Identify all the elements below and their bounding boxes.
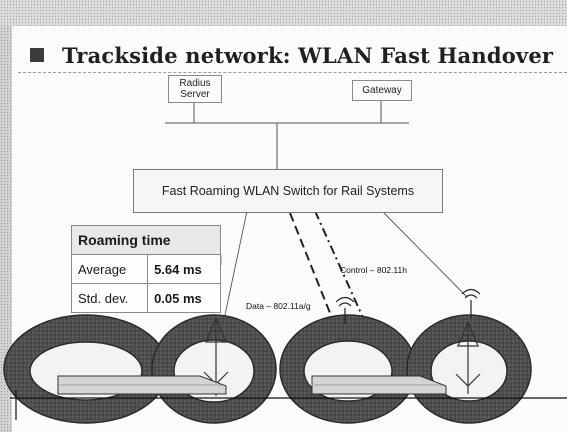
- data-link-label: Data – 802.11a/g: [246, 301, 311, 311]
- roaming-time-table: Roaming time Average 5.64 ms Std. dev. 0…: [70, 225, 221, 313]
- access-point-icon: [335, 296, 355, 324]
- wlan-switch-label: Fast Roaming WLAN Switch for Rail System…: [161, 184, 415, 198]
- slide-title: Trackside network: WLAN Fast Handover: [30, 40, 553, 70]
- backbone-wiring: [165, 99, 409, 169]
- title-bullet-icon: [30, 48, 44, 62]
- radius-server-node: Radius Server: [168, 75, 222, 103]
- rail-track: [10, 390, 567, 420]
- coverage-rings: [3, 314, 532, 424]
- table-header: Roaming time: [71, 225, 221, 255]
- decorative-top-band: [0, 0, 567, 26]
- title-divider: [18, 72, 567, 73]
- wlan-switch-node: Fast Roaming WLAN Switch for Rail System…: [133, 169, 443, 213]
- transmission-tower-icon: [455, 320, 481, 394]
- gateway-node: Gateway: [352, 80, 412, 101]
- table-header-row: Roaming time: [71, 225, 221, 255]
- row-value: 5.64 ms: [147, 254, 221, 284]
- access-point-icon: [461, 288, 481, 318]
- row-label: Std. dev.: [70, 283, 149, 313]
- control-link-label: Control – 802.11h: [340, 265, 407, 275]
- title-text: Trackside network: WLAN Fast Handover: [62, 42, 554, 68]
- row-value: 0.05 ms: [147, 283, 221, 313]
- row-label: Average: [70, 254, 149, 284]
- coverage-ring-3: [279, 314, 417, 424]
- table-row: Average 5.64 ms: [70, 254, 221, 284]
- train-icon: [57, 375, 227, 395]
- table-row: Std. dev. 0.05 ms: [70, 283, 221, 313]
- train-icon: [311, 375, 447, 395]
- data-link-ap3: [289, 212, 337, 329]
- coverage-ring-1: [3, 314, 169, 424]
- coverage-ring-4: [406, 314, 532, 424]
- gateway-label: Gateway: [362, 85, 402, 96]
- radius-server-label: Radius Server: [179, 78, 211, 100]
- link-ap4: [381, 210, 468, 298]
